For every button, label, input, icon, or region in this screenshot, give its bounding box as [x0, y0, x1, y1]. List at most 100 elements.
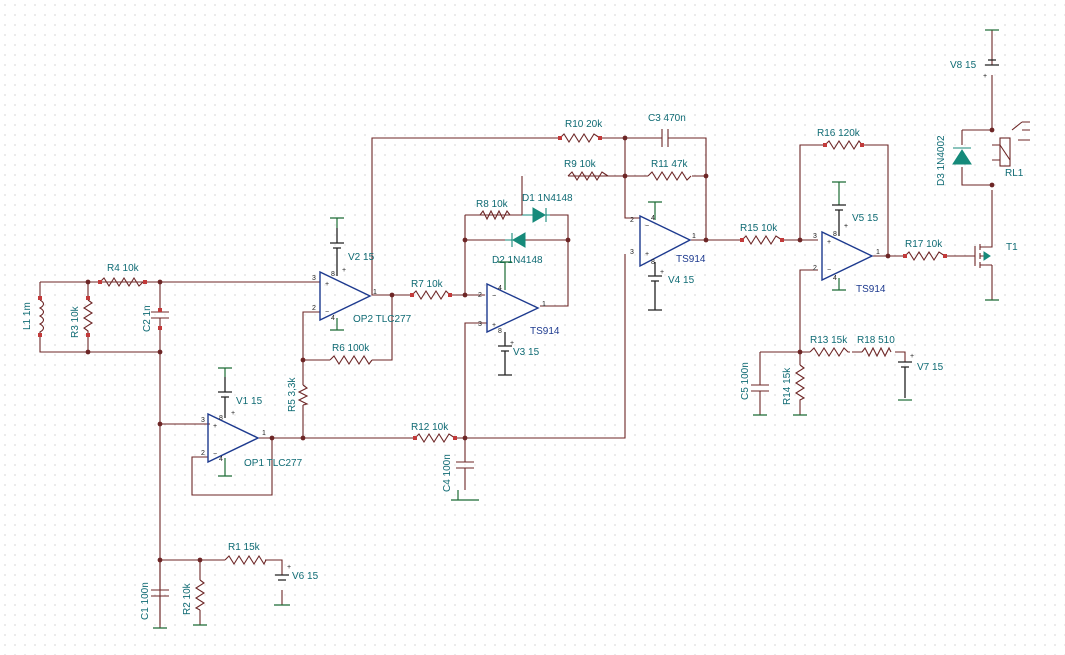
label-v2: V2 15: [348, 252, 375, 263]
svg-text:+: +: [325, 281, 329, 288]
label-r9: R9 10k: [564, 159, 597, 170]
resistor-r1[interactable]: R1 15k: [224, 542, 267, 566]
svg-text:3: 3: [813, 233, 817, 240]
svg-text:+: +: [510, 340, 514, 347]
resistor-r2[interactable]: R2 10k: [182, 579, 206, 615]
label-op2: OP2 TLC277: [353, 314, 412, 325]
svg-text:+: +: [492, 322, 496, 329]
svg-text:−: −: [213, 451, 217, 458]
label-v7: V7 15: [917, 362, 944, 373]
svg-text:+: +: [645, 251, 649, 258]
svg-text:2: 2: [478, 292, 482, 299]
resistor-r10[interactable]: R10 20k: [559, 119, 603, 144]
mosfet-t1[interactable]: T1: [968, 240, 1018, 268]
svg-text:2: 2: [813, 265, 817, 272]
resistor-r11[interactable]: R11 47k: [647, 159, 692, 182]
resistor-r18[interactable]: R18 510: [857, 335, 895, 358]
resistor-r4[interactable]: R4 10k: [99, 263, 145, 288]
svg-text:3: 3: [630, 249, 634, 256]
svg-text:1: 1: [876, 249, 880, 256]
resistor-r15[interactable]: R15 10k: [740, 223, 783, 246]
svg-text:4: 4: [651, 215, 655, 222]
svg-text:3: 3: [312, 275, 316, 282]
label-op3: TS914: [530, 326, 560, 337]
relay-rl1[interactable]: RL1: [999, 121, 1030, 179]
resistor-r3[interactable]: R3 10k: [70, 299, 94, 338]
ground-symbols: [153, 299, 999, 629]
svg-text:2: 2: [312, 305, 316, 312]
svg-text:+: +: [287, 564, 291, 571]
battery-v8[interactable]: + V8 15: [950, 29, 999, 80]
resistor-r14[interactable]: R14 15k: [782, 364, 806, 405]
svg-text:3: 3: [478, 321, 482, 328]
resistor-r8[interactable]: R8 10k: [476, 199, 511, 221]
diode-d1[interactable]: D1 1N4148: [521, 176, 573, 223]
svg-text:4: 4: [498, 285, 502, 292]
label-v6: V6 15: [292, 571, 319, 582]
resistor-r17[interactable]: R17 10k: [904, 239, 946, 262]
label-r2: R2 10k: [182, 582, 193, 615]
label-v3: V3 15: [513, 347, 540, 358]
resistor-r9[interactable]: R9 10k: [564, 159, 609, 182]
label-v8: V8 15: [950, 60, 977, 71]
battery-v7[interactable]: + V7 15: [898, 353, 944, 401]
resistor-r12[interactable]: R12 10k: [411, 422, 456, 444]
label-r4: R4 10k: [107, 263, 140, 274]
svg-text:8: 8: [651, 259, 655, 266]
opamp-op2[interactable]: 3 2 1 + − 8 4 OP2 TLC277: [312, 270, 412, 325]
battery-v5[interactable]: + V5 15: [832, 181, 879, 291]
diode-d2[interactable]: D2 1N4148: [492, 232, 543, 266]
diode-d3[interactable]: D3 1N4002: [936, 135, 972, 186]
svg-text:4: 4: [833, 275, 837, 282]
battery-v1[interactable]: + V1 15: [218, 367, 263, 477]
label-c2: C2 1n: [142, 305, 153, 332]
battery-v6[interactable]: + V6 15: [274, 564, 319, 606]
svg-text:8: 8: [833, 231, 837, 238]
label-r1: R1 15k: [228, 542, 261, 553]
label-op4: TS914: [676, 254, 706, 265]
opamp-op4[interactable]: 2 3 1 − + 4 8 TS914: [630, 214, 706, 268]
capacitor-c4[interactable]: C4 100n: [442, 438, 474, 492]
capacitor-c5[interactable]: C5 100n: [740, 362, 769, 400]
resistor-r6[interactable]: R6 100k: [329, 343, 373, 366]
label-c4: C4 100n: [442, 454, 453, 492]
label-v5: V5 15: [852, 213, 879, 224]
svg-text:+: +: [844, 223, 848, 230]
label-r7: R7 10k: [411, 279, 444, 290]
inductor-l1[interactable]: L1 1m: [22, 299, 45, 335]
label-c1: C1 100n: [140, 582, 151, 620]
opamp-op3[interactable]: 2 3 1 − + 4 8 TS914: [478, 282, 560, 337]
opamp-op1[interactable]: 3 2 1 + − 8 4 OP1 TLC277: [201, 412, 303, 469]
svg-text:+: +: [213, 423, 217, 430]
capacitor-c1[interactable]: C1 100n: [140, 582, 169, 620]
svg-text:+: +: [827, 239, 831, 246]
svg-text:+: +: [231, 410, 235, 417]
svg-text:−: −: [827, 267, 831, 274]
svg-text:+: +: [910, 353, 914, 360]
label-d2: D2 1N4148: [492, 255, 543, 266]
label-r15: R15 10k: [740, 223, 778, 234]
resistor-r5[interactable]: R5 3,3k: [287, 377, 309, 412]
battery-v3[interactable]: + V3 15: [498, 261, 540, 376]
resistor-r7[interactable]: R7 10k: [411, 279, 451, 301]
opamp-op5[interactable]: 3 2 1 + − 8 4 TS914: [813, 230, 886, 295]
svg-text:−: −: [645, 223, 649, 230]
label-r11: R11 47k: [651, 159, 689, 170]
label-r10: R10 20k: [565, 119, 603, 130]
battery-v4[interactable]: + V4 15: [648, 201, 695, 311]
svg-text:8: 8: [331, 271, 335, 278]
capacitor-c3[interactable]: C3 470n: [648, 113, 686, 147]
junctions: [85, 127, 995, 563]
svg-text:1: 1: [692, 233, 696, 240]
svg-text:+: +: [342, 267, 346, 274]
label-rl1: RL1: [1005, 168, 1024, 179]
resistor-r13[interactable]: R13 15k: [809, 335, 850, 358]
svg-text:1: 1: [262, 430, 266, 437]
battery-v2[interactable]: + V2 15: [330, 217, 375, 331]
svg-text:−: −: [325, 309, 329, 316]
label-l1: L1 1m: [22, 302, 33, 330]
resistor-r16[interactable]: R16 120k: [817, 128, 863, 151]
label-r12: R12 10k: [411, 422, 449, 433]
